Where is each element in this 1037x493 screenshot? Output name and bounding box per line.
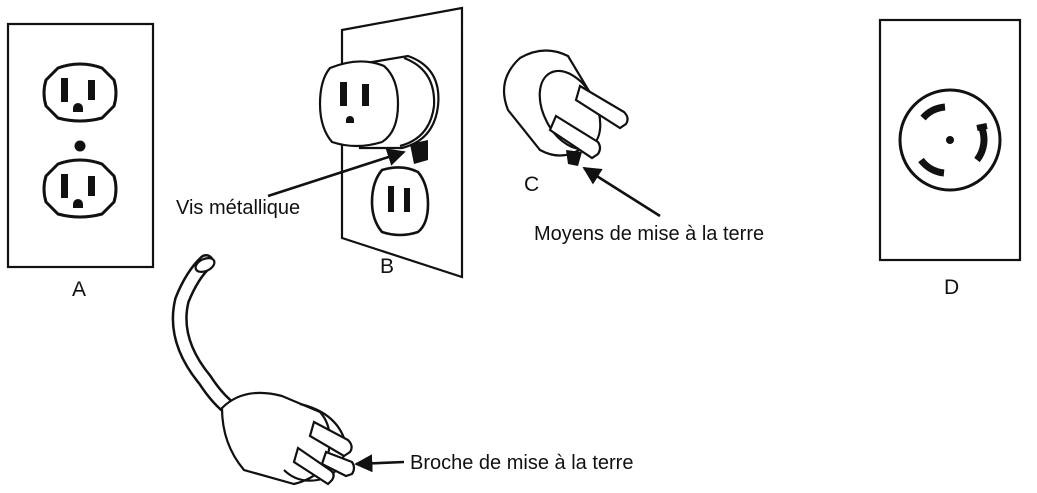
outlet-adapter-icon <box>318 6 464 279</box>
label-c: C <box>524 173 540 196</box>
label-a: A <box>72 278 87 301</box>
annotation-grounding-means: Moyens de mise à la terre <box>534 223 765 245</box>
duplex-outlet-icon <box>6 22 155 269</box>
label-d: D <box>944 276 960 299</box>
three-prong-plug-icon <box>171 254 356 486</box>
two-prong-plug-icon <box>502 49 629 166</box>
arrow-icon <box>267 148 406 198</box>
annotation-metal-screw: Vis métallique <box>176 197 301 219</box>
annotation-grounding-pin: Broche de mise à la terre <box>410 452 634 474</box>
arrow-icon <box>582 166 661 218</box>
arrow-icon <box>354 454 405 473</box>
twist-lock-outlet-icon <box>878 18 1022 262</box>
label-b: B <box>380 255 395 278</box>
